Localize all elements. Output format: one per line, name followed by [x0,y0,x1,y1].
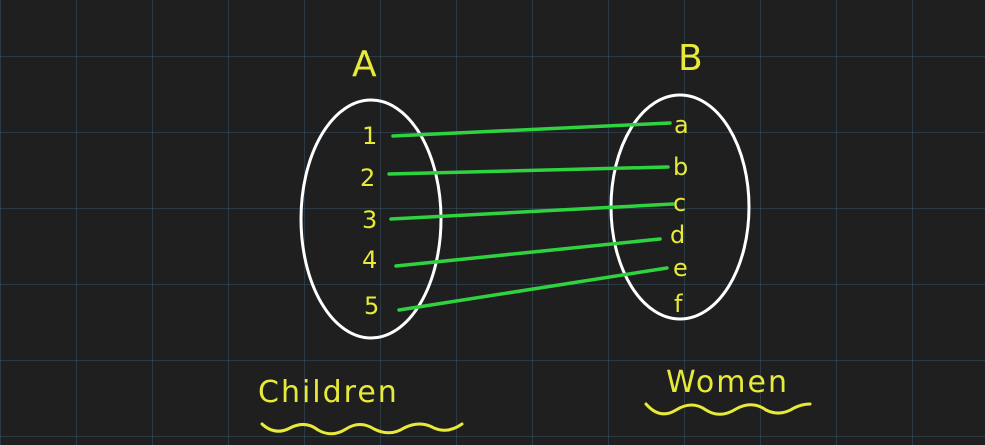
set-a-oval [299,98,443,340]
set-a-element-4: 4 [362,246,377,274]
set-a-element-2: 2 [360,164,375,192]
set-b-element-f: f [674,290,683,318]
set-a-caption: Children [258,375,399,410]
mapping-line-2-b [387,165,670,176]
mapping-line-3-c [389,202,675,221]
mapping-line-1-a [391,121,672,138]
set-b-element-e: e [673,254,688,282]
set-a-title: A [352,44,377,85]
set-a-element-1: 1 [362,122,377,150]
set-b-caption-underline [644,402,812,416]
set-b-element-b: b [673,153,688,181]
set-a-element-5: 5 [364,292,379,320]
set-b-element-c: c [673,189,686,217]
set-b-element-a: a [674,111,689,139]
mapping-line-4-d [394,237,662,268]
set-a-element-3: 3 [362,206,377,234]
set-a-caption-underline [260,422,464,436]
set-b-caption: Women [666,365,789,400]
set-b-element-d: d [670,221,685,249]
mapping-line-5-e [397,266,669,312]
set-b-title: B [678,38,703,79]
